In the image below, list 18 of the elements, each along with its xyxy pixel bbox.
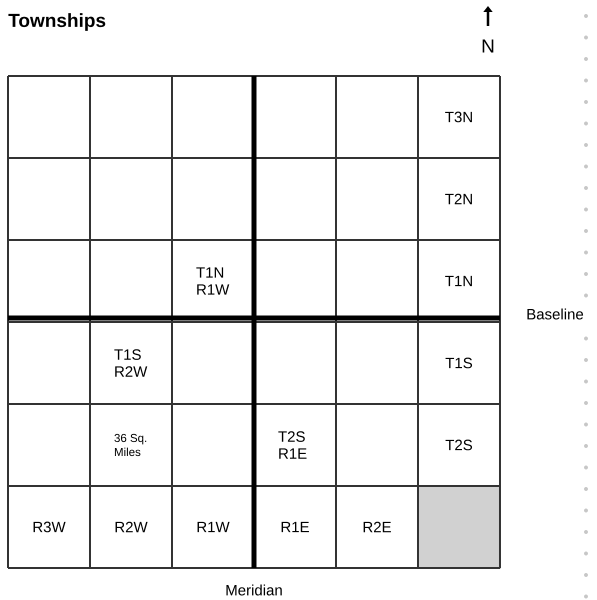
cell-label: T2S (446, 440, 472, 450)
cell-label: T1S R2W (114, 349, 148, 377)
cell-label: T3N (445, 112, 472, 122)
cell-label: R1E (282, 522, 309, 532)
north-label: N (482, 39, 494, 53)
cell-label: T2N (445, 194, 472, 204)
cell-label: 36 Sq. Miles (114, 434, 146, 456)
cell-label: T1S (446, 358, 472, 368)
cell-label: T1N (445, 276, 472, 286)
title: Townships (8, 13, 106, 31)
axis-label: Meridian (226, 584, 282, 596)
cell-label: R2W (116, 522, 148, 532)
cell-label: R1W (198, 522, 230, 532)
cell-label: T1N R1W (196, 267, 230, 295)
cell-label: R2E (364, 522, 391, 532)
axis-label: Baseline (527, 308, 584, 320)
cell-label: R3W (34, 522, 66, 532)
cell-label: T2S R1E (278, 431, 307, 459)
